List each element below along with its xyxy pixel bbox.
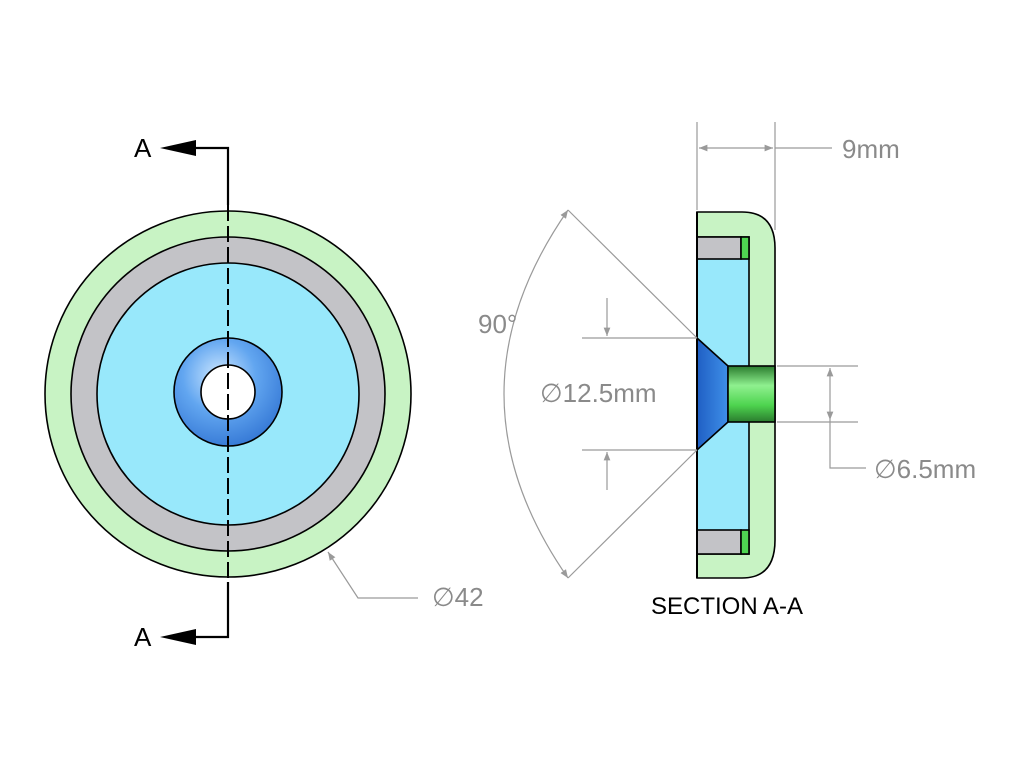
hole-diameter-label: ∅6.5mm bbox=[874, 454, 976, 484]
section-view: 9mm 90° ∅12.5mm ∅6.5mm SECTION A-A bbox=[478, 122, 976, 620]
outer-diameter-leader bbox=[327, 551, 418, 599]
angle-ext-upper bbox=[567, 209, 698, 339]
hole-leader bbox=[829, 420, 866, 469]
angle-arc bbox=[503, 209, 569, 579]
outer-diameter-label: ∅42 bbox=[432, 582, 484, 612]
section-arrow-bottom-head bbox=[160, 629, 196, 645]
angle-label: 90° bbox=[478, 309, 517, 339]
thickness-label: 9mm bbox=[842, 134, 900, 164]
section-arrow-top-line bbox=[190, 146, 230, 205]
section-edge-bottom bbox=[740, 529, 750, 555]
section-bore bbox=[727, 365, 776, 423]
front-view: A A ∅42 bbox=[44, 133, 484, 652]
section-marker-bottom: A bbox=[134, 622, 152, 652]
angle-ext-lower bbox=[567, 449, 698, 579]
section-edge-top bbox=[740, 236, 750, 260]
csink-diameter-label: ∅12.5mm bbox=[540, 378, 657, 408]
section-gap-bottom bbox=[696, 529, 742, 555]
section-arrow-bottom-line bbox=[190, 582, 230, 639]
section-gap-top bbox=[696, 236, 742, 260]
section-title: SECTION A-A bbox=[651, 593, 803, 620]
section-marker-top: A bbox=[134, 133, 152, 163]
section-arrow-top-head bbox=[160, 140, 196, 156]
